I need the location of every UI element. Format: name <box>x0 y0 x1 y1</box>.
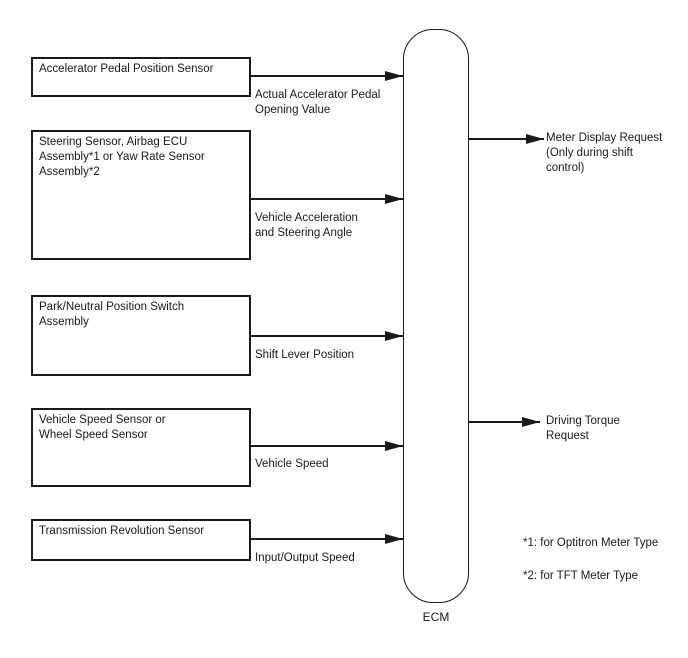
source-box-park-neutral-position-switch: Park/Neutral Position Switch Assembly <box>31 295 251 376</box>
input-arrow-shift-lever <box>251 331 403 341</box>
source-box-transmission-revolution-sensor: Transmission Revolution Sensor <box>31 519 251 561</box>
arrowhead-right-icon <box>385 534 403 544</box>
arrowhead-right-icon <box>522 417 540 427</box>
arrowhead-right-icon <box>385 331 403 341</box>
signal-label-shift-lever-position: Shift Lever Position <box>255 349 355 361</box>
footnote-tft-meter-type: *2: for TFT Meter Type <box>523 570 639 582</box>
input-arrow-steering-yaw <box>251 194 403 204</box>
source-box-accelerator-pedal-position-sensor: Accelerator Pedal Position Sensor <box>31 57 251 97</box>
input-arrow-vehicle-speed <box>251 441 403 451</box>
output-arrow-meter-display-request <box>469 134 544 144</box>
signal-label-vehicle-speed: Vehicle Speed <box>255 458 329 470</box>
source-box-steering-sensor-airbag-ecu-yaw-rate: Steering Sensor, Airbag ECU Assembly*1 o… <box>31 130 251 260</box>
source-box-vehicle-wheel-speed-sensor: Vehicle Speed Sensor or Wheel Speed Sens… <box>31 408 251 487</box>
signal-label-vehicle-acceleration-steering-angle: Vehicle Acceleration and Steering Angle <box>255 212 358 239</box>
arrowhead-right-icon <box>526 134 544 144</box>
arrowhead-right-icon <box>385 441 403 451</box>
signal-label-input-output-speed: Input/Output Speed <box>255 552 355 564</box>
signal-label-driving-torque-request: Driving Torque Request <box>546 415 620 442</box>
output-arrow-driving-torque-request <box>469 417 540 427</box>
arrowhead-right-icon <box>385 194 403 204</box>
input-arrow-input-output-speed <box>251 534 403 544</box>
ecm-block <box>403 29 469 603</box>
ecm-block-label: ECM <box>422 610 450 624</box>
signal-label-actual-accelerator-pedal-opening-value: Actual Accelerator Pedal Opening Value <box>255 89 381 116</box>
arrowhead-right-icon <box>385 71 403 81</box>
input-arrow-accelerator-pedal <box>251 71 403 81</box>
footnote-optitron-meter-type: *1: for Optitron Meter Type <box>523 537 659 549</box>
signal-label-meter-display-request: Meter Display Request (Only during shift… <box>546 132 663 174</box>
